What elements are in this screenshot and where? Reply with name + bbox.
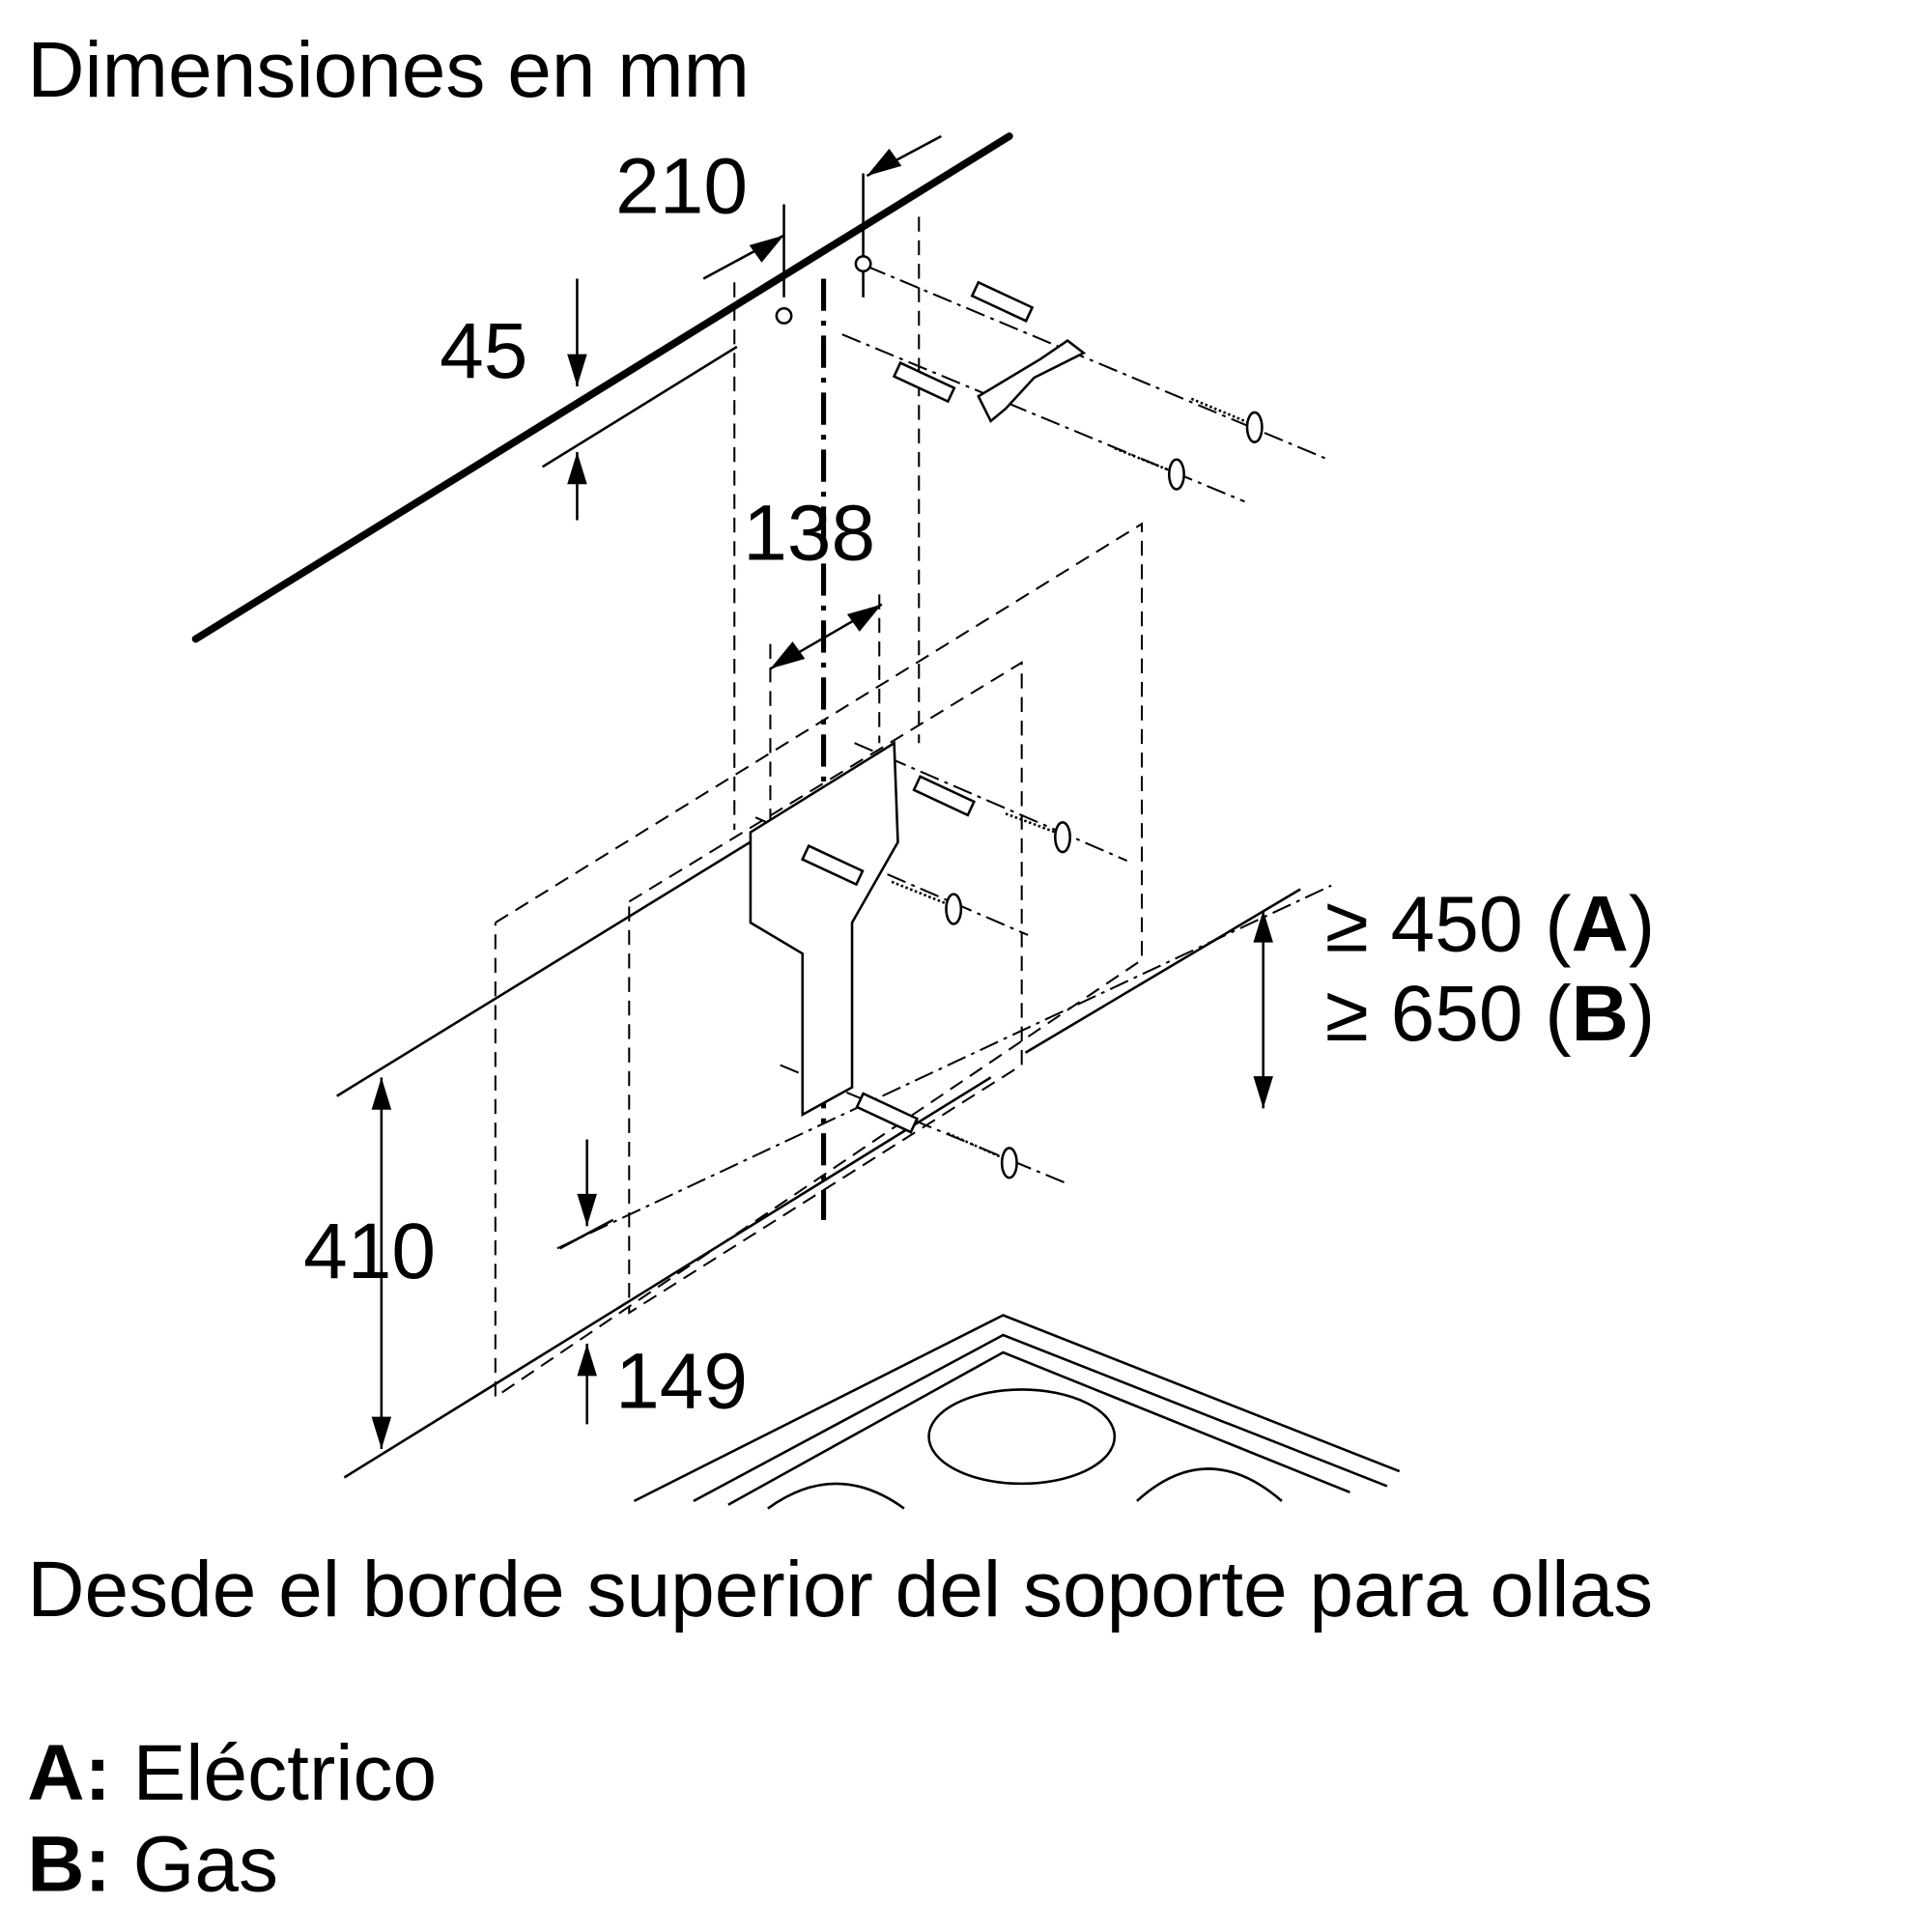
upper-bracket [977, 338, 1087, 423]
dimension-lines [336, 134, 1301, 1479]
dim-410: 410 [303, 1208, 436, 1295]
ceiling-line [191, 132, 1013, 643]
dim-138: 138 [743, 489, 875, 577]
drill-axes [556, 265, 1332, 1250]
title: Dimensiones en mm [27, 26, 750, 114]
screws-and-plugs [775, 255, 1264, 1179]
cooktop [633, 1314, 1401, 1510]
dim-45: 45 [440, 307, 527, 395]
caption: Desde el borde superior del soporte para… [27, 1546, 1653, 1634]
legend-a: A: Eléctrico [27, 1729, 437, 1817]
min-height-a: ≥ 450 (A) [1325, 881, 1655, 969]
dim-149: 149 [615, 1338, 748, 1426]
legend-b: B: Gas [27, 1821, 278, 1909]
mounting-bracket [749, 740, 899, 1118]
dim-210: 210 [615, 143, 748, 231]
min-height-b: ≥ 650 (B) [1325, 970, 1655, 1058]
